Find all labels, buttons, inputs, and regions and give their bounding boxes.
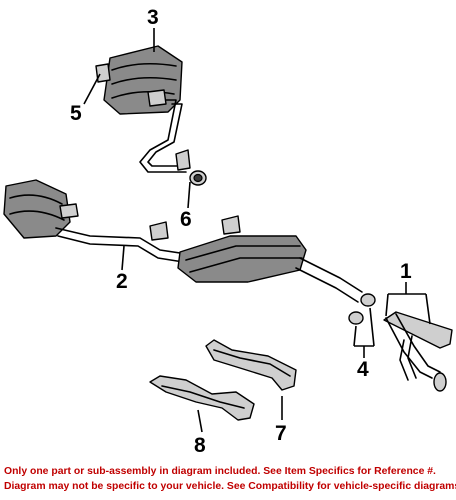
disclaimer-footer: Only one part or sub-assembly in diagram… (0, 464, 456, 500)
heat-shield-part-7 (205, 339, 297, 391)
muffler-upper-part-3 (95, 45, 207, 186)
center-muffler (177, 215, 363, 303)
callout-1: 1 (400, 260, 412, 283)
callout-5: 5 (70, 102, 82, 125)
pipe-assembly-part-2 (3, 179, 201, 265)
callout-2: 2 (116, 270, 128, 293)
leader-lines (83, 28, 431, 433)
callout-8: 8 (194, 434, 206, 457)
disclaimer-line-2: Diagram may not be specific to your vehi… (4, 481, 456, 492)
callout-4: 4 (357, 358, 369, 381)
clamps-part-4 (348, 293, 376, 325)
callout-7: 7 (275, 422, 287, 445)
disclaimer-line-1: Only one part or sub-assembly in diagram… (4, 466, 436, 477)
tailpipe-assembly-part-1 (383, 311, 453, 392)
callout-6: 6 (180, 208, 192, 231)
callout-3: 3 (147, 6, 159, 29)
heat-shield-part-8 (149, 375, 255, 421)
exhaust-system-diagram: 3 5 6 2 1 4 7 8 (3, 6, 453, 457)
